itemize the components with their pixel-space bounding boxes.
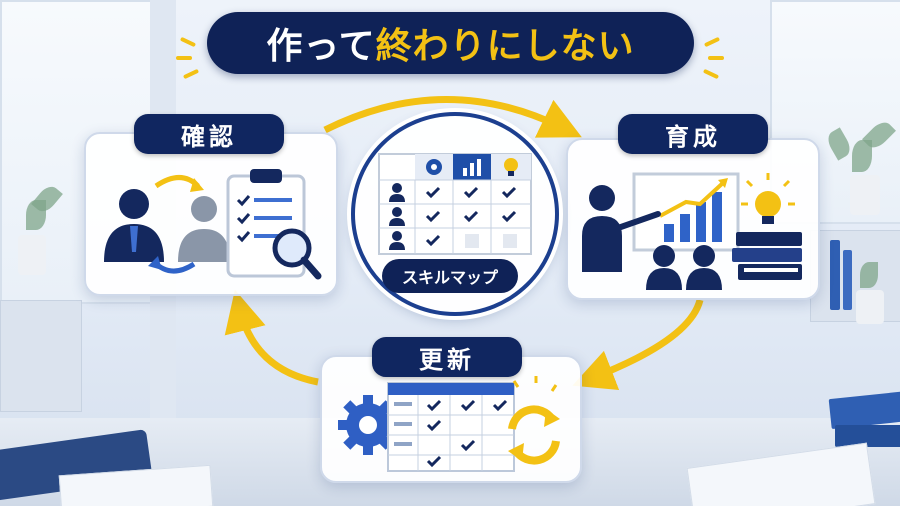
plant-left xyxy=(18,235,46,275)
refresh-icon xyxy=(508,376,560,465)
magnifier-icon xyxy=(272,228,322,280)
table-grid-icon xyxy=(387,382,515,472)
arrow-confirm-to-develop xyxy=(323,96,582,138)
books-icon xyxy=(732,232,802,280)
skill-map-label: スキルマップ xyxy=(382,259,518,293)
skill-map-table-icon xyxy=(378,153,532,255)
presenter-icon xyxy=(582,185,661,272)
label-develop: 育成 xyxy=(618,114,768,154)
card-confirm xyxy=(84,132,338,296)
lightbulb-icon xyxy=(741,173,795,224)
confirm-illustration xyxy=(104,169,322,280)
arrow-update-to-confirm xyxy=(224,289,319,386)
plant-right xyxy=(850,175,880,215)
whiteboard-chart-icon xyxy=(632,172,740,252)
title-part-white: 作って xyxy=(266,26,376,67)
develop-illustration xyxy=(582,172,802,290)
arrow-develop-to-update xyxy=(572,298,704,390)
main-title: 作って終わりにしない xyxy=(207,12,694,74)
cabinet-left xyxy=(0,300,82,412)
lightbulb-small-icon xyxy=(504,158,518,176)
label-confirm: 確認 xyxy=(134,114,284,154)
card-develop xyxy=(566,138,820,300)
shelf-right xyxy=(810,230,900,322)
gear-small-icon xyxy=(426,159,442,175)
person-grey-icon xyxy=(178,196,230,262)
card-update xyxy=(320,355,582,483)
update-illustration xyxy=(338,376,560,472)
person-dark-icon xyxy=(104,189,164,262)
checkmark-icons xyxy=(425,186,517,247)
title-part-yellow: 終わりにしない xyxy=(375,26,635,67)
person-row-icons xyxy=(389,183,405,250)
audience-icon xyxy=(646,245,722,290)
label-update: 更新 xyxy=(372,337,522,377)
bar-chart-small-icon xyxy=(463,159,481,176)
